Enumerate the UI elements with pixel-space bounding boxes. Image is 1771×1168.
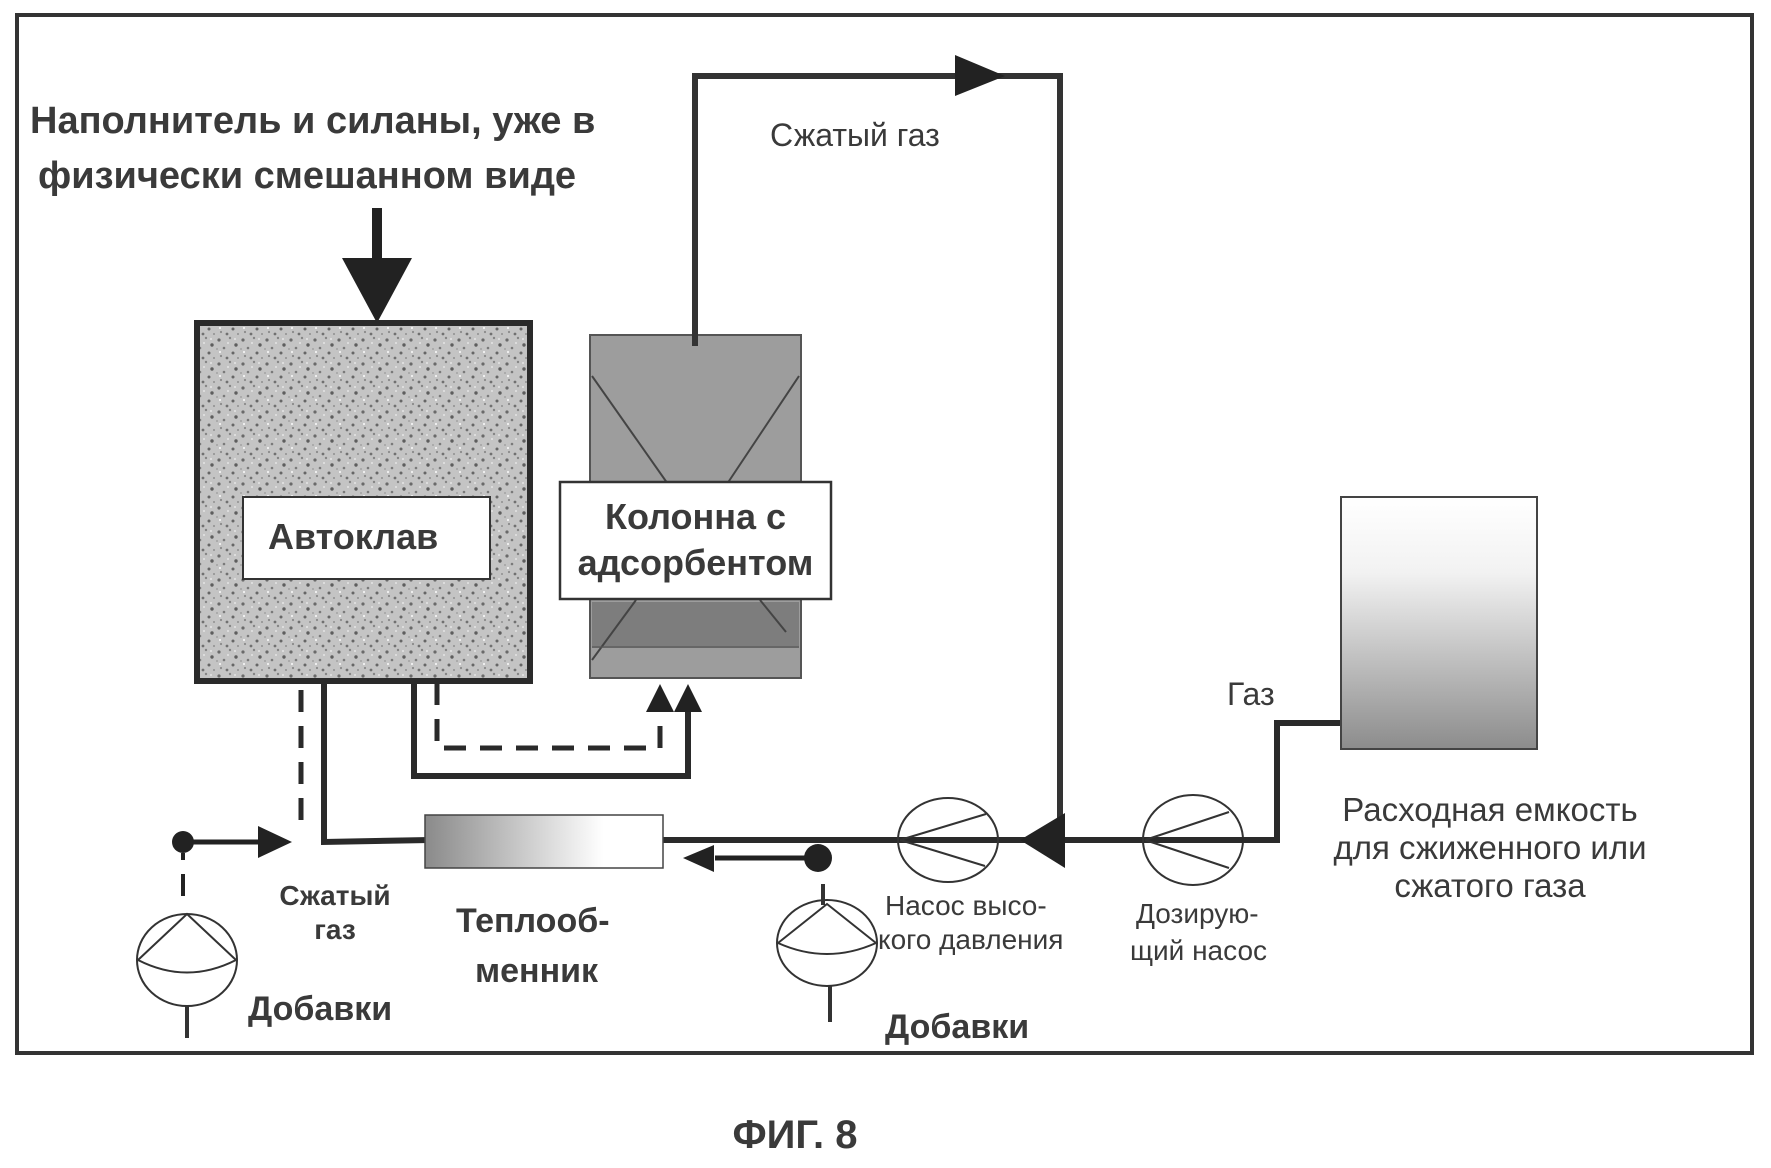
hp-pump-label-line2: кого давления	[878, 924, 1063, 955]
feed-label-line2: физически смешанном виде	[38, 155, 576, 198]
dosing-pump-label-line1: Дозирую-	[1136, 898, 1259, 929]
compressed-gas-top-label: Сжатый газ	[770, 118, 940, 154]
compressed-gas-bottom-label-line2: газ	[270, 914, 400, 945]
feed-arrow	[342, 208, 412, 323]
column-label-line2: адсорбентом	[560, 543, 831, 583]
additive-pump-right	[777, 900, 877, 1022]
dosing-pump-label-line2: щий насос	[1130, 935, 1267, 966]
hp-pump-label-line1: Насос высо-	[885, 890, 1047, 921]
additives-left-label: Добавки	[248, 990, 392, 1028]
heat-exchanger-label-line2: менник	[475, 952, 598, 990]
supply-tank	[1341, 497, 1537, 749]
additives-right-label: Добавки	[885, 1008, 1029, 1046]
figure-caption: ФИГ. 8	[685, 1113, 905, 1158]
autoclave-to-column-dashed-line	[437, 683, 660, 748]
tank-label-line1: Расходная емкость	[1300, 792, 1680, 829]
flow-arrow-top	[955, 55, 1005, 96]
flow-arrow-main	[1020, 813, 1065, 868]
column-label-line1: Колонна с	[560, 497, 831, 537]
tank-label-line2: для сжиженного или	[1300, 830, 1680, 867]
compressed-gas-bottom-label-line1: Сжатый	[270, 880, 400, 911]
heat-exchanger	[425, 815, 663, 868]
heat-exchanger-label-line1: Теплооб-	[456, 902, 610, 940]
column-inlet-arrow-dashed	[646, 684, 674, 712]
tank-label-line3: сжатого газа	[1300, 868, 1680, 905]
autoclave-label: Автоклав	[268, 517, 438, 557]
gas-label: Газ	[1227, 677, 1275, 713]
column-inlet-arrow-solid	[674, 684, 702, 712]
additive-pump-left	[137, 914, 237, 1038]
additive-feed-right	[683, 844, 832, 905]
autoclave-to-column-line	[414, 681, 688, 776]
feed-label-line1: Наполнитель и силаны, уже в	[30, 100, 595, 143]
